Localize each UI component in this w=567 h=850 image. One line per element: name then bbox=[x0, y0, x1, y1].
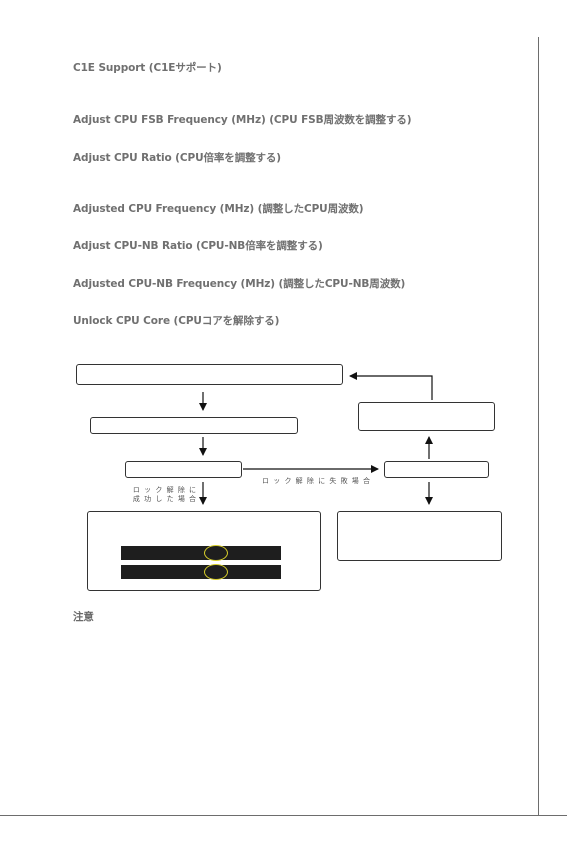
cpu-core-bar-2 bbox=[121, 565, 281, 579]
heading-adjusted-cpu-frequency: Adjusted CPU Frequency (MHz) (調整したCPU周波数… bbox=[73, 203, 364, 215]
heading-adjust-cpu-fsb: Adjust CPU FSB Frequency (MHz) (CPU FSB周… bbox=[73, 114, 412, 126]
label-unlock-failed: ロ ッ ク 解 除 に 失 敗 場 合 bbox=[262, 477, 372, 485]
heading-unlock-cpu-core: Unlock CPU Core (CPUコアを解除する) bbox=[73, 315, 280, 327]
label-unlock-success: ロ ッ ク 解 除 に 成 功 し た 場 合 bbox=[132, 486, 198, 503]
flow-box-success-result bbox=[87, 511, 321, 591]
heading-adjust-cpu-ratio: Adjust CPU Ratio (CPU倍率を調整する) bbox=[73, 152, 282, 164]
flow-box-failed bbox=[384, 461, 489, 478]
page-border-right bbox=[538, 37, 539, 816]
highlight-oval-1 bbox=[204, 545, 228, 561]
flow-box-failed-result bbox=[337, 511, 502, 561]
highlight-oval-2 bbox=[204, 564, 228, 580]
flow-box-unlock bbox=[125, 461, 242, 478]
cpu-core-bar-1 bbox=[121, 546, 281, 560]
flow-box-step2 bbox=[90, 417, 298, 434]
note-title: 注意 bbox=[73, 611, 94, 623]
page-border-bottom bbox=[0, 815, 567, 816]
flow-box-start bbox=[76, 364, 343, 385]
heading-adjust-cpu-nb-ratio: Adjust CPU-NB Ratio (CPU-NB倍率を調整する) bbox=[73, 240, 323, 252]
heading-c1e-support: C1E Support (C1Eサポート) bbox=[73, 62, 222, 74]
flow-box-retry bbox=[358, 402, 495, 431]
heading-adjusted-cpu-nb-frequency: Adjusted CPU-NB Frequency (MHz) (調整したCPU… bbox=[73, 278, 406, 290]
